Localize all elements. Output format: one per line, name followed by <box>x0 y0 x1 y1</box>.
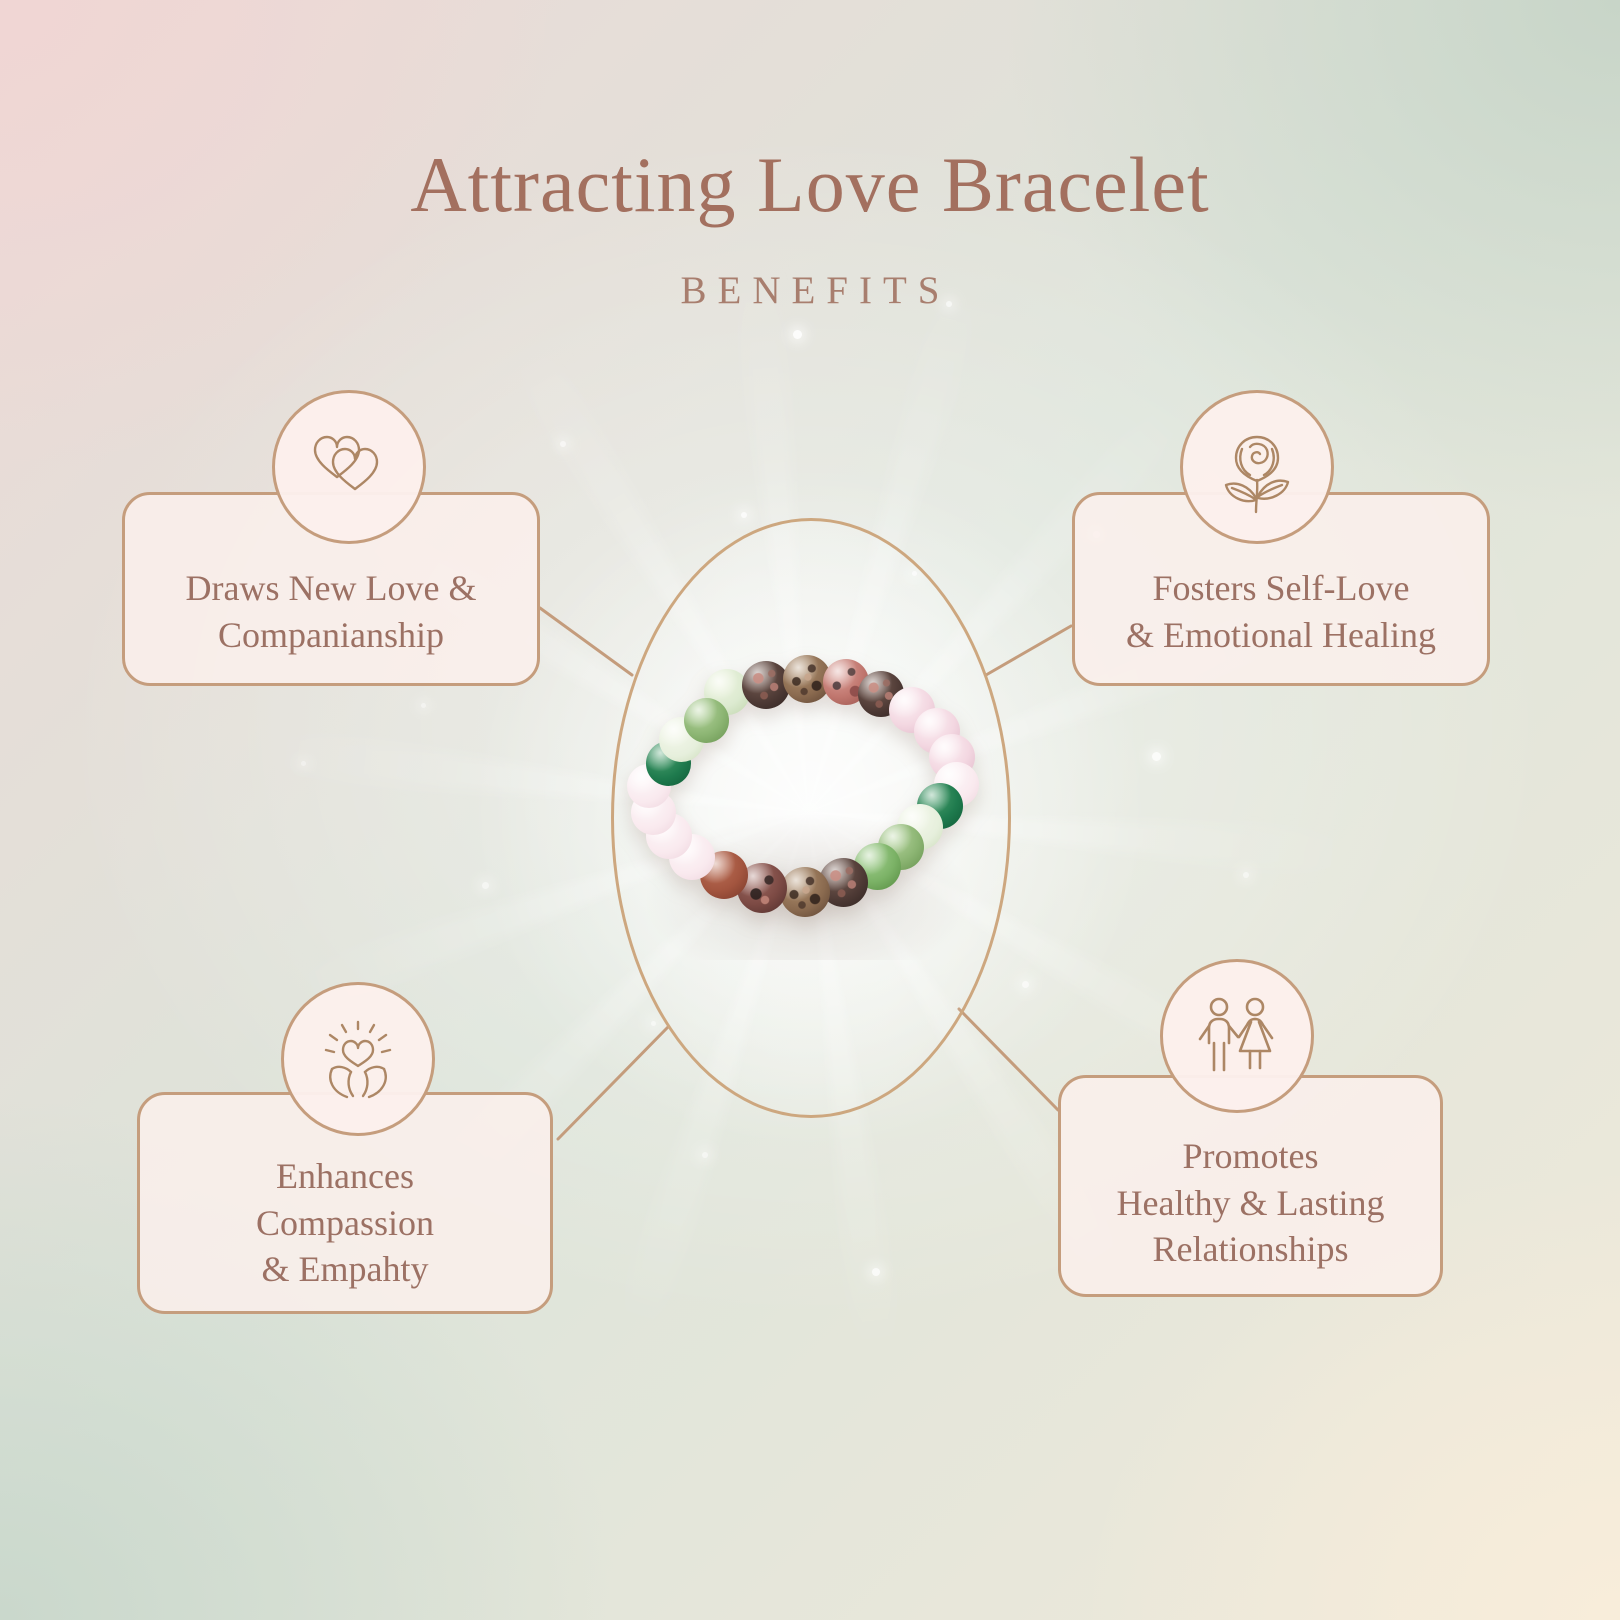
bead-aventurine <box>683 697 729 743</box>
couple-holding-hands-icon <box>1160 959 1314 1113</box>
page-subtitle: BENEFITS <box>680 269 951 312</box>
benefit-text: Draws New Love & <box>185 568 477 609</box>
benefit-card-promotes-relationships: Promotes Healthy & Lasting Relationships <box>1058 1075 1443 1297</box>
benefit-text: Relationships <box>1152 1229 1349 1270</box>
benefit-text: Healthy & Lasting <box>1116 1182 1385 1223</box>
benefit-text: & Empahty <box>261 1249 429 1290</box>
bead-leopard-brown <box>780 867 830 917</box>
bead-emerald <box>645 740 691 786</box>
bead-rhodonite-dark <box>737 863 787 913</box>
benefit-text: Promotes <box>1182 1135 1319 1176</box>
hands-holding-heart-icon <box>281 982 435 1136</box>
benefit-text: Companianship <box>218 615 444 655</box>
benefit-text: Enhances <box>276 1155 414 1196</box>
benefit-text: Fosters Self-Love <box>1152 568 1410 609</box>
benefit-text: Compassion <box>255 1202 434 1243</box>
bead-leopard-brown <box>783 655 831 703</box>
page-title: Attracting Love Bracelet <box>410 141 1210 228</box>
benefit-card-enhances-compassion: Enhances Compassion & Empahty <box>137 1092 553 1314</box>
benefit-text: & Emotional Healing <box>1126 615 1436 655</box>
bead-leopard-dark <box>742 661 790 709</box>
double-hearts-icon <box>272 390 426 544</box>
rose-icon <box>1180 390 1334 544</box>
bead-rose-light <box>669 834 715 880</box>
